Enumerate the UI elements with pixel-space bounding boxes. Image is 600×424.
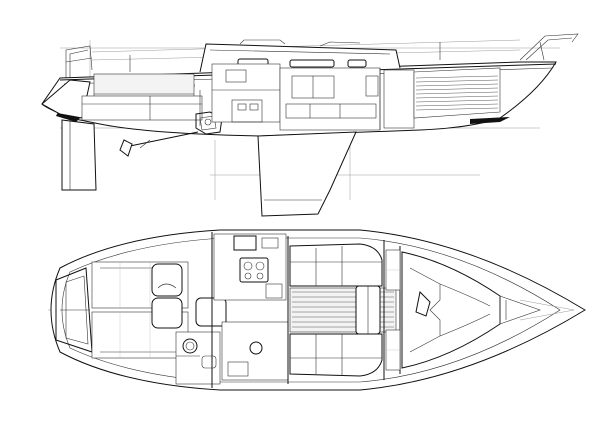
aft-cabin-section — [81, 90, 203, 126]
settee-upper — [289, 243, 383, 287]
nav-station — [221, 321, 289, 381]
bow-pulpit — [519, 33, 579, 61]
rudder — [61, 119, 97, 191]
plan-view — [48, 229, 586, 391]
forecabin-section — [383, 67, 501, 129]
stern-pulpit — [65, 45, 93, 80]
chain-locker — [499, 295, 541, 325]
v-berth — [401, 251, 501, 369]
engine — [195, 111, 223, 135]
galley — [213, 233, 287, 301]
saloon-table — [355, 285, 381, 335]
hanging-lockers — [385, 249, 401, 371]
profile-view — [41, 33, 579, 217]
aft-cushions — [151, 263, 227, 329]
propeller — [119, 131, 199, 157]
settee-lower — [289, 333, 383, 377]
keel — [257, 131, 357, 217]
heads — [175, 331, 221, 385]
saloon-section — [211, 63, 381, 131]
boot-stripe — [470, 117, 510, 124]
